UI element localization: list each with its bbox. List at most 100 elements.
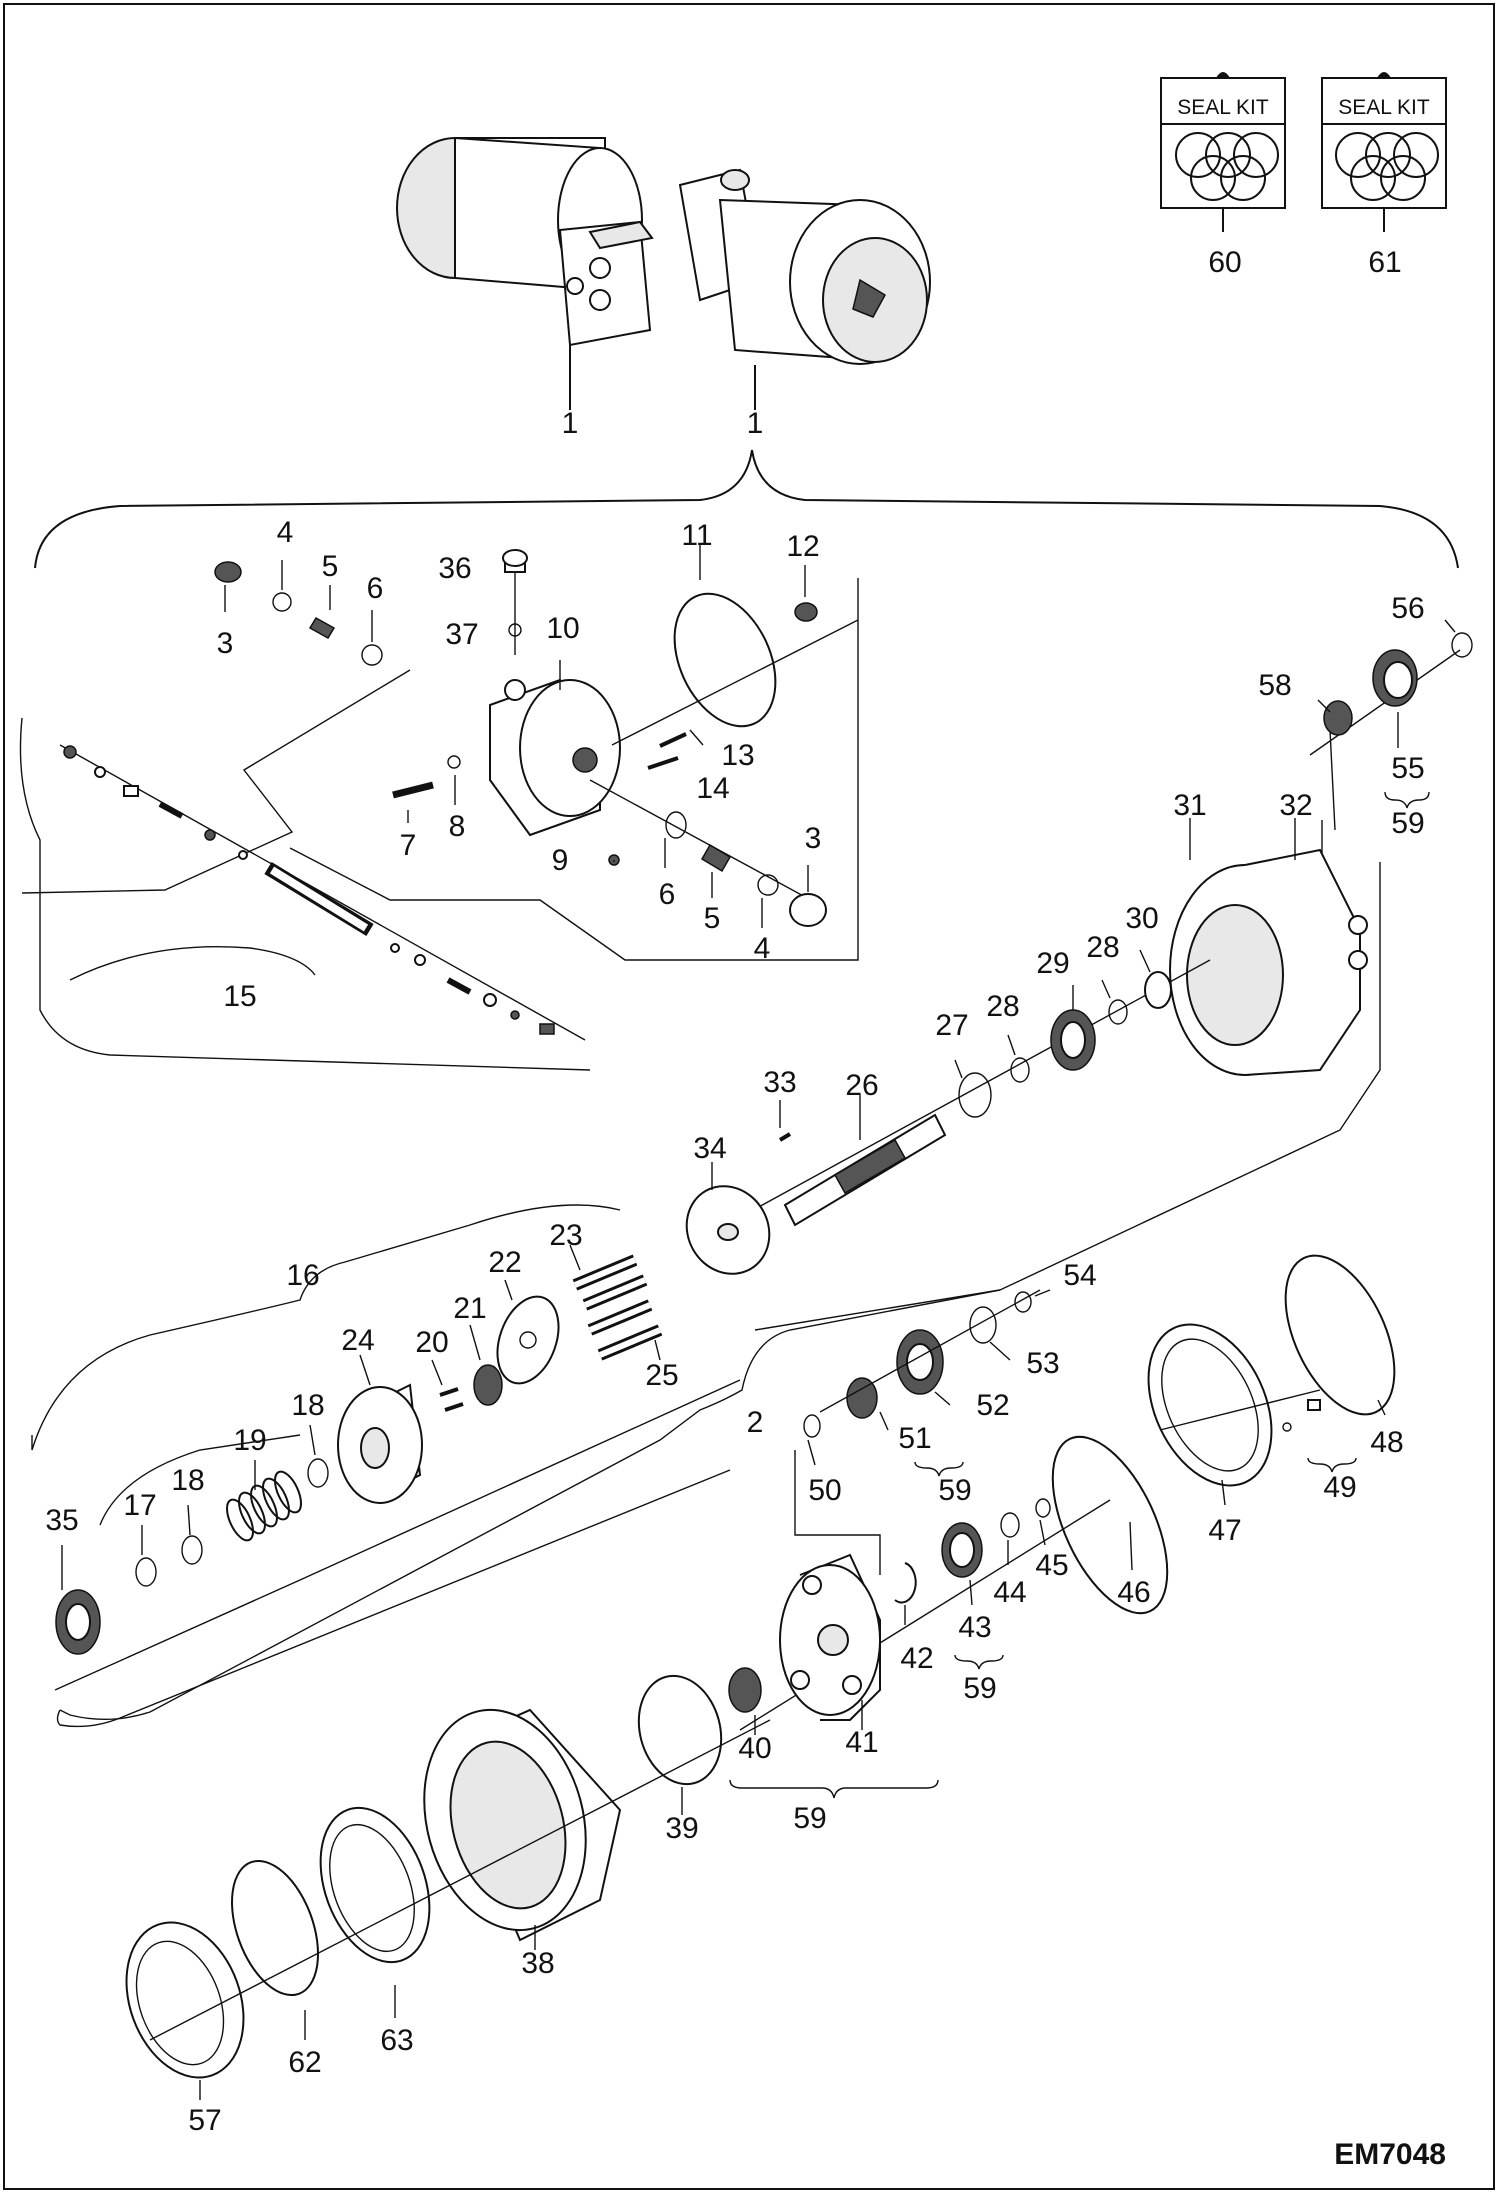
o-ring [1051,1435,1169,1615]
callout-30: 30 [1125,902,1158,935]
seal-kit-title: SEAL KIT [1338,96,1430,119]
o-ring [231,1859,319,1997]
plug-spring-set-upper [214,560,383,666]
callout-54: 54 [1063,1259,1096,1292]
rotary-group-brace [31,1204,621,1451]
drain-plugs [1159,1389,1357,1473]
callout-5: 5 [704,902,721,935]
callout-8: 8 [449,810,466,843]
callout-21: 21 [453,1292,486,1325]
callout-23: 23 [549,1219,582,1252]
seal-kit-title: SEAL KIT [1177,96,1269,119]
seal-kit-number: 60 [1208,246,1241,279]
callout-62: 62 [288,2046,321,2079]
callout-12: 12 [786,530,819,563]
planet-gear-set [794,1289,1051,1575]
callout-2: 2 [747,1406,764,1439]
callout-52: 52 [976,1389,1009,1422]
callout-14: 14 [696,772,729,805]
callout-45: 45 [1035,1549,1068,1582]
callout-44: 44 [993,1576,1026,1609]
callout-38: 38 [521,1947,554,1980]
callout-18: 18 [171,1464,204,1497]
callout-53: 53 [1026,1347,1059,1380]
callout-28: 28 [986,990,1019,1023]
callout-7: 7 [400,829,417,862]
hub-housing [423,1708,622,1950]
seal-kit-60: SEAL KIT 60 [1160,72,1286,279]
callout-35: 35 [45,1504,78,1537]
callout-34: 34 [693,1132,726,1165]
callout-42: 42 [900,1642,933,1675]
callout-3: 3 [217,627,234,660]
callout-47: 47 [1208,1514,1241,1547]
callout-5: 5 [322,550,339,583]
seal-ring [1284,1254,1396,1416]
callout-56: 56 [1391,592,1424,625]
callout-13: 13 [721,739,754,772]
retaining-ring [135,1557,157,1587]
callout-59: 59 [793,1802,826,1835]
callout-26: 26 [845,1069,878,1102]
callout-11: 11 [681,519,712,552]
retainer-plate [496,1295,560,1385]
callout-59: 59 [1391,807,1424,840]
retaining-ring [637,1674,723,1786]
callout-51: 51 [898,1422,931,1455]
callout-4: 4 [277,516,294,549]
callout-58: 58 [1258,669,1291,702]
callout-43: 43 [958,1611,991,1644]
callout-28: 28 [1086,931,1119,964]
motor-housing [1169,818,1368,1076]
ball-guide [473,1364,503,1406]
valve-cover [489,549,621,837]
callout-48: 48 [1370,1426,1403,1459]
callout-labels: 2 3 3 4 4 5 5 6 6 7 8 9 10 11 12 13 14 1… [45,516,1424,2137]
callout-3: 3 [805,822,822,855]
callout-20: 20 [415,1326,448,1359]
piston-set [569,1244,663,1361]
cover-bolts [392,729,704,823]
callout-46: 46 [1117,1576,1150,1609]
assembly-brace [34,449,1459,569]
callout-50: 50 [808,1474,841,1507]
snap-ring [894,1562,917,1604]
plug-spring-set-lower [589,779,827,928]
diagram-code: EM7048 [1334,2138,1446,2171]
callout-55: 55 [1391,752,1424,785]
valve-group-outline [19,578,859,1071]
callout-22: 22 [488,1246,521,1279]
planet-carrier [779,1553,881,1730]
callout-1: 1 [747,407,764,440]
callout-15: 15 [223,980,256,1013]
pin [778,1132,792,1142]
callout-59: 59 [963,1672,996,1705]
callout-18: 18 [291,1389,324,1422]
callout-37: 37 [445,618,478,651]
callout-63: 63 [380,2024,413,2057]
seal-kit-61: SEAL KIT 61 [1321,72,1447,279]
duo-cone-seal [125,1921,245,2079]
drive-shaft [783,1095,947,1227]
callout-16: 16 [286,1259,319,1292]
callout-36: 36 [438,552,471,585]
diagram-border [3,3,1495,2190]
seal-kit-number: 61 [1368,246,1401,279]
seal-rings-icon [1175,132,1279,201]
callout-24: 24 [341,1324,374,1357]
callout-31: 31 [1173,789,1206,822]
cylinder-block [337,1354,423,1504]
callout-4: 4 [754,932,771,965]
callout-25: 25 [645,1359,678,1392]
bearing [794,602,818,622]
callout-27: 27 [935,1009,968,1042]
callout-19: 19 [233,1424,266,1457]
thrust-washer [1035,1498,1051,1518]
spool-valve-parts [59,744,586,1041]
seal-rings-icon [1335,132,1439,201]
callout-39: 39 [665,1812,698,1845]
callout-32: 32 [1279,789,1312,822]
shaft-bearing-set [954,949,1172,1118]
callout-59: 59 [938,1474,971,1507]
gear-bearing-set-upper [1309,619,1473,809]
